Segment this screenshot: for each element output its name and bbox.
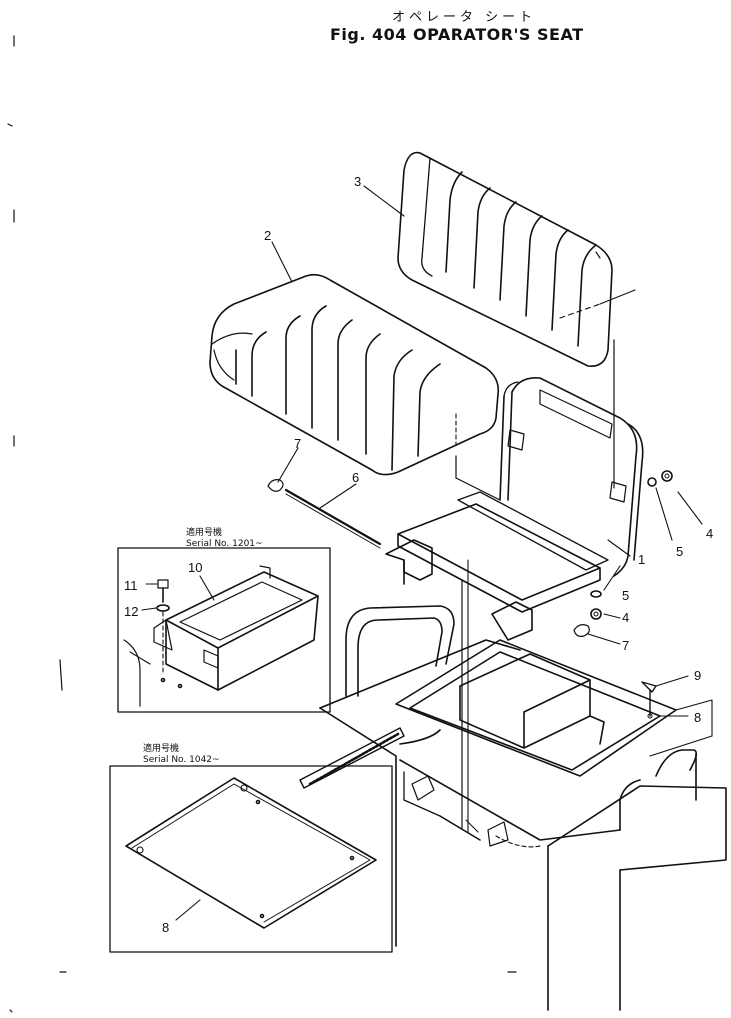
figure-title: Fig. 404 OPARATOR'S SEAT [330, 25, 584, 44]
inset-top-serial: 適用号機 Serial No. 1201~ [186, 528, 263, 550]
platform-body [319, 559, 727, 1011]
callout-1: 1 [638, 552, 645, 567]
callout-11: 11 [124, 578, 138, 593]
callout-5-lower: 5 [622, 588, 629, 603]
inset-bottom-serial-number: Serial No. 1042~ [143, 755, 220, 765]
callout-5-upper: 5 [676, 544, 683, 559]
inset-bottom-applicable: 適用号機 [143, 744, 180, 754]
callout-10: 10 [188, 560, 202, 575]
margin-marks [7, 35, 517, 1013]
backrest-cushion [397, 151, 636, 367]
callout-2: 2 [264, 228, 271, 243]
inset-bottom-serial: 適用号機 Serial No. 1042~ [143, 744, 220, 766]
callout-3: 3 [354, 174, 361, 189]
title-japanese: オペレータ シート [392, 10, 537, 25]
inset-top-box [117, 547, 331, 713]
callout-8-main: 8 [694, 710, 701, 725]
wing-bolt [641, 681, 657, 719]
callout-8-inset: 8 [162, 920, 169, 935]
callout-6: 6 [352, 470, 359, 485]
seal-strip [299, 727, 405, 789]
callout-4-upper: 4 [706, 526, 713, 541]
nuts-washers [590, 470, 673, 620]
inset-top-applicable: 適用号機 [186, 528, 223, 538]
seat-cushion [209, 273, 500, 476]
callout-9: 9 [694, 668, 701, 683]
cotter-pins [267, 479, 590, 637]
callout-4-lower: 4 [622, 610, 629, 625]
callout-labels: 1 2 3 4 4 5 5 6 7 7 8 8 9 10 11 12 [124, 174, 713, 935]
inset-top-serial-number: Serial No. 1201~ [186, 539, 263, 549]
leader-lines [141, 185, 713, 921]
seat-rod [284, 488, 382, 549]
inset-bottom-box [109, 765, 393, 953]
callout-12: 12 [124, 604, 138, 619]
callout-7-upper: 7 [294, 436, 301, 451]
callout-7-lower: 7 [622, 638, 629, 653]
seat-frame [385, 339, 644, 641]
